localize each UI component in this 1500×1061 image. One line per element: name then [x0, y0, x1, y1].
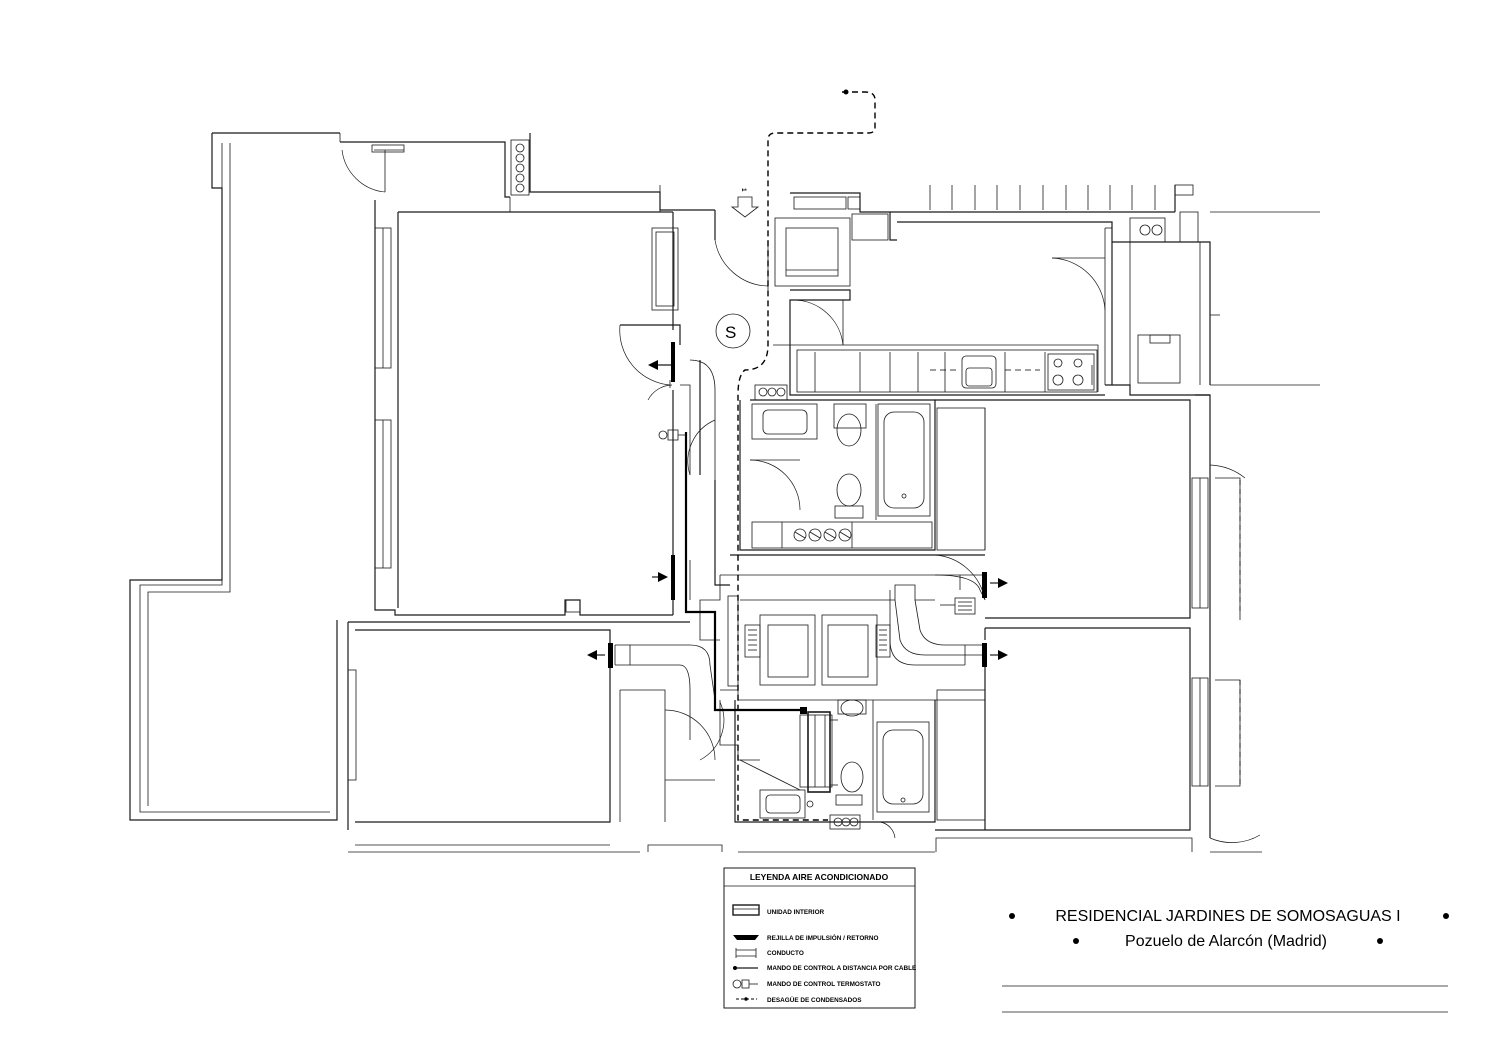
- bedroom-right-lower: [935, 627, 1261, 843]
- drain-outlet-icon: [843, 89, 849, 95]
- legend-item-thermostat: MANDO DE CONTROL TERMOSTATO: [767, 981, 881, 988]
- grille-lower-left: [587, 643, 613, 668]
- bullet-icon: [1009, 913, 1015, 919]
- living-room-left: [374, 200, 674, 616]
- legend-cable-control-icon: [733, 966, 758, 970]
- bottom-edge: [348, 837, 1262, 853]
- legend-item-condensate-drain: DESAGÜE DE CONDENSADOS: [767, 995, 862, 1004]
- ac-control-cable: [684, 432, 807, 714]
- entry-porch: [341, 133, 715, 213]
- legend-box: LEYENDA AIRE ACONDICIONADO UNIDAD INTERI…: [723, 867, 917, 1009]
- legend-indoor-unit-icon: [732, 904, 760, 916]
- ac-indoor-unit: [807, 711, 838, 793]
- legend-condensate-drain-icon: [736, 997, 757, 1001]
- grille-living-room: [652, 555, 675, 600]
- bullet-icon: [1443, 913, 1449, 919]
- bathroom-lower: [734, 699, 936, 839]
- legend-item-grille: REJILLA DE IMPULSIÓN / RETORNO: [767, 933, 879, 942]
- legend-item-duct: CONDUCTO: [767, 950, 804, 957]
- kitchen: [773, 192, 1113, 396]
- ac-refrigerant-line: [737, 89, 876, 821]
- bathroom-upper: [739, 384, 936, 551]
- grille-bedroom-lower: [982, 643, 1008, 667]
- legend-item-cable-control: MANDO DE CONTROL A DISTANCIA POR CABLE: [767, 965, 917, 972]
- legend-grille-icon: [733, 935, 759, 940]
- legend-thermostat-icon: [732, 979, 758, 989]
- terrace-right: [890, 184, 1320, 396]
- bedroom-lower-left: [347, 621, 716, 830]
- bullet-icon: [1377, 938, 1383, 944]
- bullet-icon: [1073, 938, 1079, 944]
- legend-item-indoor-unit: UNIDAD INTERIOR: [767, 909, 825, 916]
- project-location: Pozuelo de Alarcón (Madrid): [1125, 933, 1327, 950]
- bedroom-right-upper: [934, 394, 1246, 838]
- thermostat-icon: [658, 429, 686, 441]
- terrace-outline: [129, 132, 510, 821]
- title-block: RESIDENCIAL JARDINES DE SOMOSAGUAS I Poz…: [1002, 908, 1449, 1013]
- grille-bedroom-upper: [982, 572, 1008, 598]
- legend-duct-icon: [735, 948, 757, 958]
- grille-hall-upper: [648, 342, 675, 382]
- project-title: RESIDENCIAL JARDINES DE SOMOSAGUAS I: [1055, 908, 1400, 925]
- legend-title: LEYENDA AIRE ACONDICIONADO: [750, 872, 889, 882]
- entrance-mark: 1: [740, 188, 747, 192]
- hall: S 1: [619, 188, 769, 600]
- stair-symbol: S: [725, 323, 736, 342]
- duct-corridor: [614, 554, 986, 761]
